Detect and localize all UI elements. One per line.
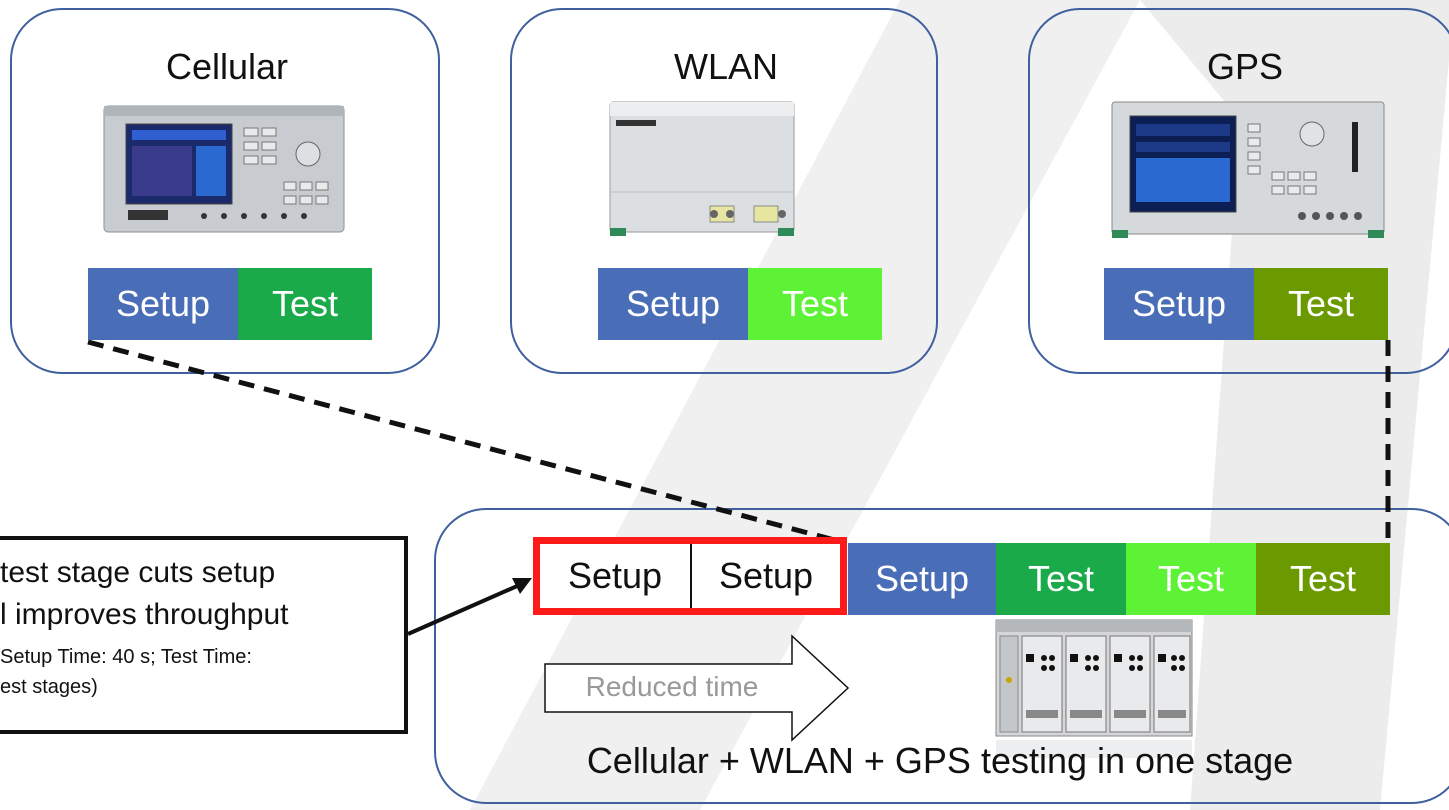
highlight-box: Setup Setup [533, 537, 847, 615]
gps-setup-block: Setup [1104, 268, 1254, 340]
wlan-setup-block: Setup [598, 268, 748, 340]
gps-title: GPS [1206, 46, 1284, 87]
callout-arrow-head [512, 578, 532, 594]
callout-line-1: test stage cuts setup [0, 556, 276, 589]
combined-setup-1: Setup [567, 555, 663, 596]
callout-box: test stage cuts setup l improves through… [0, 536, 408, 734]
callout-line-2: l improves throughput [0, 598, 289, 631]
wlan-title: WLAN [673, 46, 778, 87]
combined-panel [434, 508, 1449, 804]
reduced-time-label: Reduced time [585, 671, 759, 702]
callout-arrow-line [407, 581, 525, 636]
combined-test-gps: Test [1256, 543, 1390, 615]
wlan-panel: WLAN Setup Test [510, 8, 938, 374]
cellular-panel: Cellular Setup Test [10, 8, 440, 374]
combined-test-cellular: Test [996, 543, 1126, 615]
cellular-tester-image [103, 105, 345, 233]
gps-panel: GPS Setup Test [1028, 8, 1449, 374]
combined-setup-2: Setup [718, 555, 814, 596]
wlan-tester-image [609, 101, 795, 236]
cellular-setup-block: Setup [88, 268, 238, 340]
combined-setup-3: Setup [848, 543, 996, 615]
combined-test-wlan: Test [1126, 543, 1256, 615]
callout-line-3: Setup Time: 40 s; Test Time: [0, 646, 252, 668]
gps-test-block: Test [1254, 268, 1388, 340]
setup-divider [690, 544, 692, 608]
combined-caption: Cellular + WLAN + GPS testing in one sta… [586, 740, 1294, 781]
cellular-title: Cellular [165, 46, 289, 87]
wlan-test-block: Test [748, 268, 882, 340]
gps-signal-generator-image [1111, 101, 1385, 238]
combined-tester-image [995, 619, 1193, 758]
callout-line-4: est stages) [0, 676, 98, 698]
reduced-time-arrow [544, 634, 850, 742]
cellular-test-block: Test [238, 268, 372, 340]
cellular-dashed-connector [87, 339, 843, 545]
